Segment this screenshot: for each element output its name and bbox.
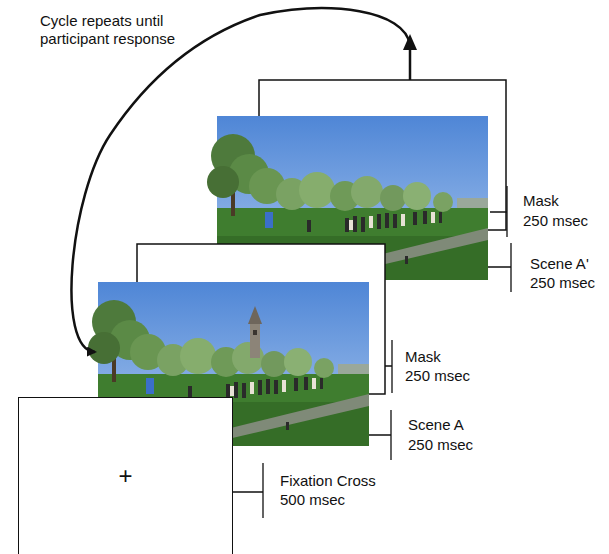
phase-label: Mask [405,348,441,366]
phase-label: Fixation Cross [280,472,376,490]
cycle-note: Cycle repeats until participant response [40,12,190,48]
phase-label: 250 msec [408,436,473,454]
phase-label: 500 msec [280,491,345,509]
display-frame: + [18,397,233,554]
phase-label: Scene A [408,416,464,434]
fixation-cross: + [118,464,132,488]
phase-label: 250 msec [530,274,595,292]
phase-label: Mask [523,192,559,210]
phase-label: 250 msec [523,212,588,230]
phase-label: 250 msec [405,367,470,385]
phase-label: Scene A' [530,255,589,273]
